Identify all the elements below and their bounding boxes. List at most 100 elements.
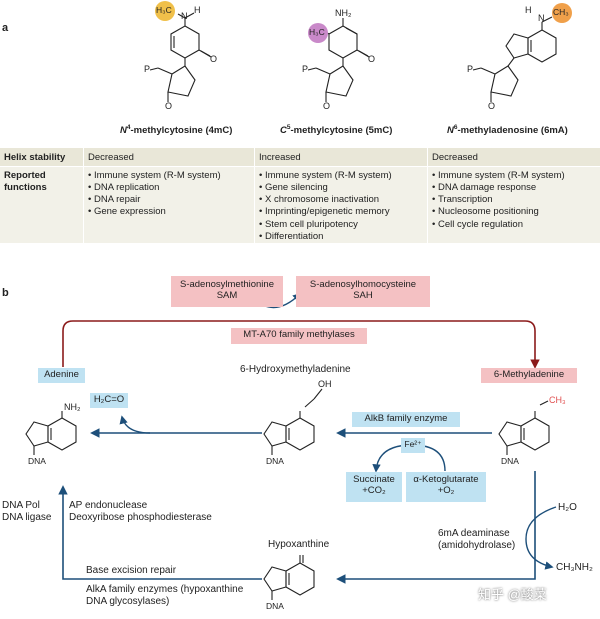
atom-o-4mc: O — [210, 54, 218, 64]
adenine-label: Adenine — [38, 368, 85, 383]
panel-b-label: b — [2, 287, 9, 299]
structure-hypoxanthine — [263, 555, 315, 600]
water-label: H₂O — [558, 502, 577, 513]
atom-o3-5mc: O — [323, 101, 331, 111]
hypoxanthine-dna: DNA — [266, 601, 284, 611]
function-item: Stem cell pluripotency — [259, 219, 392, 231]
badge-label-4mc: H₃C — [156, 5, 172, 15]
structure-4mc — [149, 12, 212, 102]
atom-o3-6ma: O — [488, 101, 496, 111]
helix-cell-5mc: Increased — [259, 152, 301, 163]
fe-box: Fe²⁺ — [401, 438, 425, 453]
structure-6-methyladenine — [498, 400, 550, 455]
function-item: DNA damage response — [432, 182, 565, 194]
functions-cell-4mc: Immune system (R-M system) DNA replicati… — [88, 170, 221, 219]
nucleoside-structures — [149, 1, 572, 102]
atom-h-6ma: H — [525, 5, 532, 15]
hydroxymethyladenine-label: 6-Hydroxymethyladenine — [240, 364, 351, 375]
function-item: Transcription — [432, 194, 565, 206]
functions-cell-5mc: Immune system (R-M system) Gene silencin… — [259, 170, 392, 243]
watermark: 知乎 @酸菜 — [478, 587, 547, 602]
function-item: Nucleosome positioning — [432, 206, 565, 218]
methylase-arrow — [62, 320, 540, 369]
atom-n-6ma: N — [538, 13, 545, 23]
deamination-arrow — [336, 471, 536, 584]
methylamine-label: CH₃NH₂ — [556, 562, 593, 573]
ketoglutarate-box: α-Ketoglutarate +O₂ — [406, 472, 486, 502]
table-header-row — [0, 148, 600, 166]
deaminase-text: 6mA deaminase (amidohydrolase) — [438, 528, 516, 551]
ap-endonuclease-text: AP endonuclease Deoxyribose phosphodiest… — [69, 500, 212, 523]
water-curve-arrow — [525, 506, 557, 570]
pathway-diagram — [25, 292, 557, 600]
methyl-badge-5mc — [308, 23, 328, 43]
function-item: DNA repair — [88, 194, 221, 206]
row-header-functions: Reported functions — [4, 170, 47, 193]
sah-abbr: SAH — [353, 290, 373, 302]
methyl-ch3: CH₃ — [549, 395, 566, 405]
badge-label-6ma: CH₃ — [553, 7, 569, 17]
table-divider — [427, 148, 428, 243]
atom-p-6ma: P — [467, 64, 474, 74]
succinate-co2: +CO₂ — [362, 485, 386, 497]
atom-o-5mc: O — [368, 54, 376, 64]
structure-hydroxymethyladenine — [263, 388, 323, 455]
methylase-box: MT-A70 family methylases — [231, 328, 367, 344]
badge-label-5mc: H₃C — [309, 27, 325, 37]
function-item: Differentiation — [259, 231, 392, 243]
hydroxy-dna: DNA — [266, 456, 284, 466]
function-item: X chromosome inactivation — [259, 194, 392, 206]
succinate-name: Succinate — [353, 474, 395, 485]
helix-cell-4mc: Decreased — [88, 152, 134, 163]
hypoxanthine-label: Hypoxanthine — [268, 539, 330, 550]
dna-pol-text: DNA Pol DNA ligase — [2, 500, 52, 523]
structure-5mc — [307, 18, 370, 102]
function-item: Immune system (R-M system) — [88, 170, 221, 182]
sam-box: S-adenosylmethionine SAM — [171, 276, 283, 307]
sam-abbr: SAM — [216, 290, 238, 302]
nucleoside-name-5mc: C5-methylcytosine (5mC) — [280, 124, 393, 137]
methyl-badge-4mc — [155, 1, 175, 21]
function-item: DNA replication — [88, 182, 221, 194]
sam-name: S-adenosylmethionine — [179, 279, 274, 290]
adenine-nh2: NH₂ — [64, 402, 81, 412]
alkb-box: AlkB family enzyme — [352, 412, 460, 427]
structure-6ma — [472, 16, 557, 102]
function-item: Gene expression — [88, 206, 221, 218]
hydroxy-oh: OH — [318, 379, 332, 389]
ketoglutarate-name: α-Ketoglutarate — [413, 474, 479, 485]
succinate-box: Succinate +CO₂ — [346, 472, 402, 502]
functions-cell-6ma: Immune system (R-M system) DNA damage re… — [432, 170, 565, 231]
function-item: Cell cycle regulation — [432, 219, 565, 231]
atom-o3-4mc: O — [165, 101, 173, 111]
helix-cell-6ma: Decreased — [432, 152, 478, 163]
alka-text: AlkA family enzymes (hypoxanthine DNA gl… — [86, 584, 244, 607]
function-item: Immune system (R-M system) — [432, 170, 565, 182]
formaldehyde-box: H₂C=O — [90, 393, 128, 408]
row-header-helix: Helix stability — [4, 152, 66, 163]
sah-name: S-adenosylhomocysteine — [309, 279, 417, 290]
panel-a-label: a — [2, 22, 9, 34]
6-methyladenine-label: 6-Methyladenine — [481, 368, 577, 383]
structure-adenine — [25, 411, 77, 455]
atom-p-5mc: P — [302, 64, 309, 74]
function-item: Gene silencing — [259, 182, 392, 194]
atom-n-4mc: N — [181, 11, 188, 21]
atom-p-4mc: P — [144, 64, 151, 74]
sah-box: S-adenosylhomocysteine SAH — [296, 276, 430, 307]
function-item: Imprinting/epigenetic memory — [259, 206, 392, 218]
methyladenine-dna: DNA — [501, 456, 519, 466]
function-item: Immune system (R-M system) — [259, 170, 392, 182]
table-divider — [83, 148, 84, 243]
methyl-badge-6ma — [552, 3, 572, 23]
ketoglutarate-o2: +O₂ — [437, 485, 455, 497]
nucleoside-name-6ma: N6-methyladenosine (6mA) — [447, 124, 568, 137]
ber-label: Base excision repair — [86, 565, 177, 576]
nucleoside-name-4mc: N4-methylcytosine (4mC) — [120, 124, 233, 137]
formaldehyde-arrow — [119, 415, 151, 434]
table-divider — [254, 148, 255, 243]
adenine-dna: DNA — [28, 456, 46, 466]
atom-h-4mc: H — [194, 5, 201, 15]
table-row-divider — [0, 166, 600, 167]
